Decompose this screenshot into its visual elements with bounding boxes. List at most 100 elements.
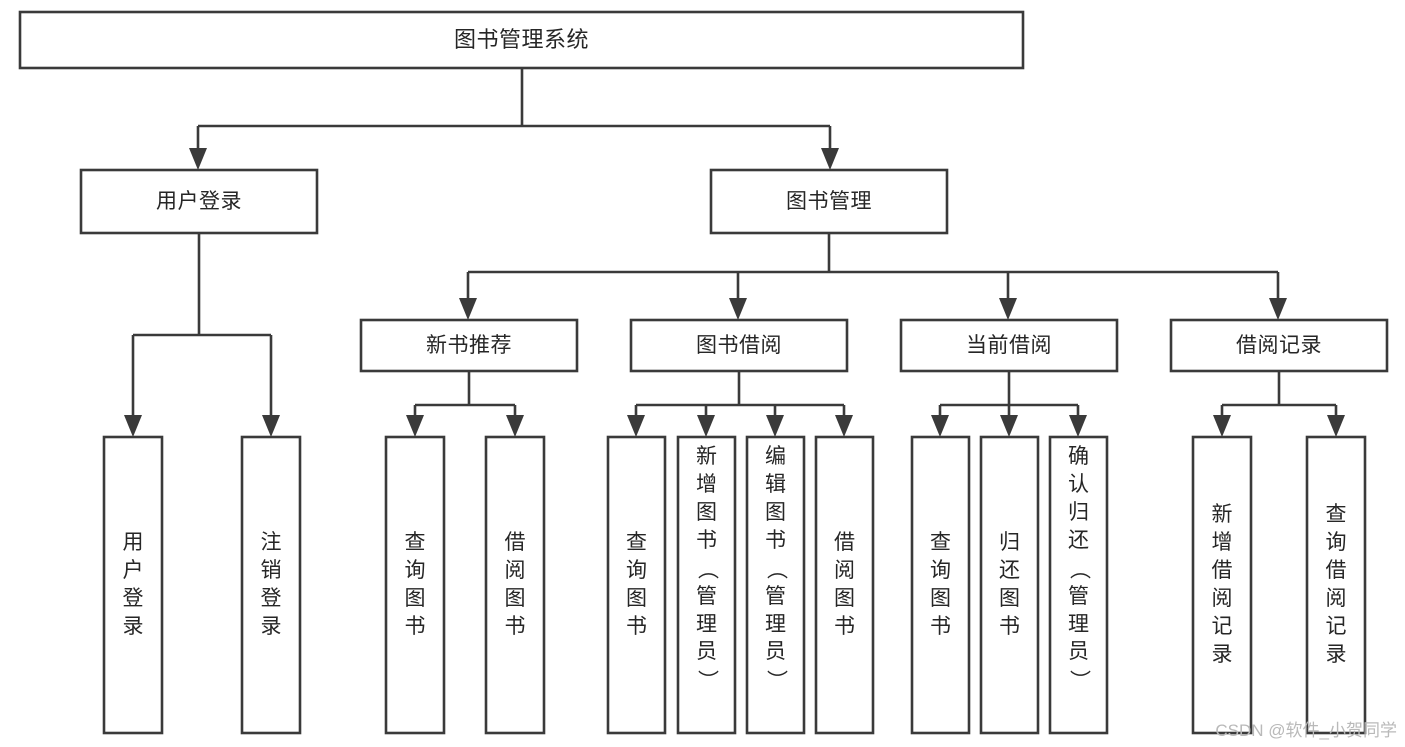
node-leaf-query-book-2-box[interactable]	[606, 435, 667, 735]
vertical-glyph: 图	[834, 587, 855, 610]
node-leaf-edit-book-box[interactable]	[745, 435, 806, 735]
node-leaf-borrow-book-1-label: 借阅图书	[486, 437, 544, 733]
node-leaf-query-record-label: 查询借阅记录	[1307, 437, 1365, 733]
arrow-to-user-login	[189, 148, 207, 170]
node-leaf-logout-box[interactable]	[240, 435, 302, 735]
arrow-leaf-borrow-book-1	[506, 415, 524, 437]
arrow-leaf-query-book-2	[627, 415, 645, 437]
vertical-glyph: 借	[504, 531, 526, 555]
vertical-glyph: 录	[260, 614, 282, 638]
node-leaf-logout-label: 注销登录	[242, 437, 300, 733]
vertical-glyph: 询	[930, 559, 951, 583]
vertical-glyph: 录	[1211, 642, 1233, 666]
node-leaf-user-login-label: 用户登录	[104, 437, 162, 733]
arrow-to-book-borrow	[729, 298, 747, 320]
vertical-glyph: （	[764, 558, 788, 580]
vertical-glyph: 管	[1068, 584, 1089, 608]
vertical-glyph: （	[1067, 558, 1091, 580]
vertical-glyph: 编	[765, 445, 786, 468]
vertical-glyph: 阅	[504, 559, 526, 583]
node-new-book-recommend-box[interactable]	[359, 318, 579, 373]
arrow-leaf-return-book	[1000, 415, 1018, 437]
node-leaf-borrow-book-1-box[interactable]	[484, 435, 546, 735]
arrow-to-current-borrow	[999, 298, 1017, 320]
vertical-glyph: 阅	[1211, 587, 1233, 610]
vertical-glyph: 销	[260, 559, 282, 583]
vertical-glyph: 图	[930, 587, 951, 610]
vertical-glyph: 查	[626, 531, 647, 555]
vertical-glyph: 阅	[1325, 587, 1347, 610]
arrow-leaf-add-book	[697, 415, 715, 437]
vertical-glyph: 录	[1325, 642, 1347, 666]
arrow-to-new-book-recommend	[459, 298, 477, 320]
node-borrow-record-box[interactable]	[1169, 318, 1389, 373]
node-leaf-edit-book-label: 编辑图书（管理员）	[747, 443, 804, 733]
vertical-glyph: 查	[930, 531, 951, 555]
node-current-borrow-box[interactable]	[899, 318, 1119, 373]
vertical-glyph: 注	[260, 531, 282, 555]
node-leaf-confirm-return-box[interactable]	[1048, 435, 1109, 735]
vertical-glyph: 图	[999, 587, 1020, 610]
node-leaf-confirm-return-label: 确认归还（管理员）	[1050, 443, 1107, 733]
node-book-manage-label: 图书管理	[786, 190, 872, 213]
vertical-glyph: 图	[626, 587, 647, 610]
vertical-glyph: 理	[765, 612, 786, 636]
node-current-borrow-label: 当前借阅	[966, 334, 1052, 357]
node-leaf-query-book-1-box[interactable]	[384, 435, 446, 735]
watermark-text: CSDN @软件_小贺同学	[1215, 721, 1397, 740]
node-book-manage-box[interactable]	[709, 168, 949, 235]
node-leaf-query-record-box[interactable]	[1305, 435, 1367, 735]
node-borrow-record-label: 借阅记录	[1236, 334, 1322, 357]
vertical-glyph: 管	[765, 584, 786, 608]
vertical-glyph: 借	[1211, 559, 1233, 583]
vertical-glyph: 图	[765, 500, 786, 524]
vertical-glyph: （	[695, 558, 719, 580]
arrow-leaf-add-record	[1213, 415, 1231, 437]
arrow-leaf-query-book-3	[931, 415, 949, 437]
node-leaf-add-record-box[interactable]	[1191, 435, 1253, 735]
node-root-label: 图书管理系统	[453, 27, 589, 52]
node-leaf-borrow-book-2-label: 借阅图书	[816, 437, 873, 733]
node-leaf-add-book-box[interactable]	[676, 435, 737, 735]
vertical-glyph: 确	[1068, 445, 1089, 468]
arrow-leaf-user-login	[124, 415, 142, 437]
arrow-leaf-borrow-book-2	[835, 415, 853, 437]
node-user-login-label: 用户登录	[156, 190, 242, 213]
node-book-borrow-box[interactable]	[629, 318, 849, 373]
node-leaf-return-book-label: 归还图书	[981, 437, 1038, 733]
node-leaf-return-book-box[interactable]	[979, 435, 1040, 735]
vertical-glyph: 书	[696, 528, 717, 552]
arrow-leaf-query-book-1	[406, 415, 424, 437]
node-root-box[interactable]	[18, 10, 1025, 70]
vertical-glyph: 书	[626, 614, 647, 638]
vertical-glyph: ）	[764, 669, 788, 691]
node-leaf-query-book-3-label: 查询图书	[912, 437, 969, 733]
vertical-glyph: 员	[1068, 640, 1089, 664]
vertical-glyph: 户	[122, 559, 144, 583]
vertical-glyph: 借	[834, 531, 855, 555]
vertical-glyph: 员	[765, 640, 786, 664]
vertical-glyph: 查	[1325, 503, 1347, 527]
vertical-glyph: 图	[404, 587, 426, 610]
vertical-glyph: 用	[122, 531, 144, 555]
node-leaf-query-book-1-label: 查询图书	[386, 437, 444, 733]
vertical-glyph: 书	[765, 528, 786, 552]
node-leaf-query-book-2-label: 查询图书	[608, 437, 665, 733]
vertical-glyph: 增	[1211, 531, 1233, 555]
vertical-glyph: 录	[122, 614, 144, 638]
vertical-glyph: 认	[1068, 472, 1089, 496]
vertical-glyph: 还	[1068, 528, 1089, 552]
node-leaf-borrow-book-2-box[interactable]	[814, 435, 875, 735]
node-leaf-user-login-box[interactable]	[102, 435, 164, 735]
vertical-glyph: 员	[696, 640, 717, 664]
vertical-glyph: 询	[1325, 531, 1347, 555]
vertical-glyph: 书	[930, 614, 951, 638]
vertical-glyph: 图	[504, 587, 526, 610]
vertical-glyph: 询	[626, 559, 647, 583]
node-leaf-query-book-3-box[interactable]	[910, 435, 971, 735]
vertical-glyph: 图	[696, 500, 717, 524]
vertical-glyph: 记	[1211, 614, 1233, 638]
node-leaf-add-book-label: 新增图书（管理员）	[678, 443, 735, 733]
vertical-glyph: 增	[696, 472, 717, 496]
